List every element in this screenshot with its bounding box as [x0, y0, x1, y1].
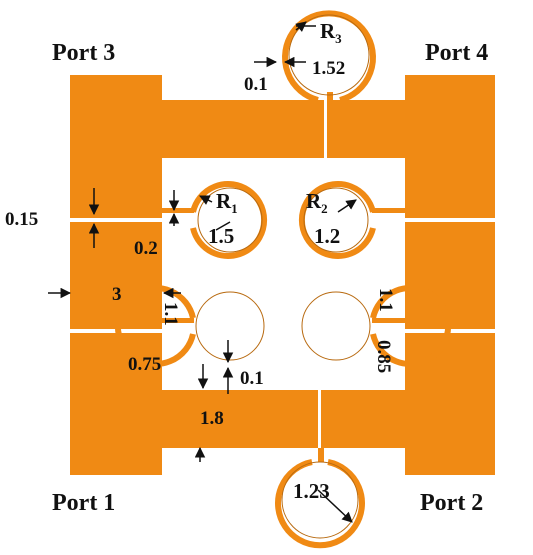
svg-text:R1: R1: [216, 189, 238, 216]
r3-label: R3: [320, 19, 342, 46]
ring-inner-edges: [195, 14, 371, 539]
svg-text:R3: R3: [320, 19, 342, 46]
ring-bottom-right: [370, 285, 452, 367]
dim-1.8: 1.8: [200, 408, 224, 429]
dim-1.1-left: 1.1: [160, 302, 181, 326]
dim-0.15: 0.15: [5, 209, 38, 230]
ring-r1: [190, 181, 268, 259]
stub-r3: [162, 318, 194, 323]
svg-text:1.2: 1.2: [314, 224, 340, 248]
bottom-ring-value: 1.23: [293, 479, 330, 503]
svg-text:1.5: 1.5: [208, 224, 234, 248]
port4-label: Port 4: [425, 40, 488, 66]
dim-0.1-top: 0.1: [244, 74, 268, 95]
stub-r1: [162, 208, 194, 213]
metal-layer: [70, 75, 495, 475]
top-line: [70, 100, 495, 158]
dimension-arrows: [48, 21, 357, 523]
port3-label: Port 3: [52, 40, 115, 66]
dim-0.1-bottom: 0.1: [240, 368, 264, 389]
r2-label: R2 1.2: [306, 189, 340, 248]
dim-3: 3: [112, 284, 122, 305]
port1-label: Port 1: [52, 490, 115, 516]
dim-0.75: 0.75: [128, 354, 161, 375]
ring-resonators: [114, 10, 452, 549]
stub-r4: [372, 318, 405, 323]
bottom-stub: [318, 440, 324, 462]
ring-r2: [298, 181, 376, 259]
top-stub: [327, 92, 333, 112]
bottom-line: [70, 390, 495, 448]
dim-1.1-right: 1.1: [375, 288, 396, 312]
stub-r2: [372, 208, 405, 213]
dim-0.2: 0.2: [134, 238, 158, 259]
dim-1.52: 1.52: [312, 58, 345, 79]
r1-label: R1 1.5: [208, 189, 238, 248]
ring-r3: [282, 10, 376, 103]
left-branch: [70, 222, 162, 330]
right-branch: [405, 222, 495, 330]
port2-label: Port 2: [420, 490, 483, 516]
dim-0.85: 0.85: [373, 340, 394, 373]
ring-bottom: [275, 459, 365, 549]
svg-text:R2: R2: [306, 189, 328, 216]
